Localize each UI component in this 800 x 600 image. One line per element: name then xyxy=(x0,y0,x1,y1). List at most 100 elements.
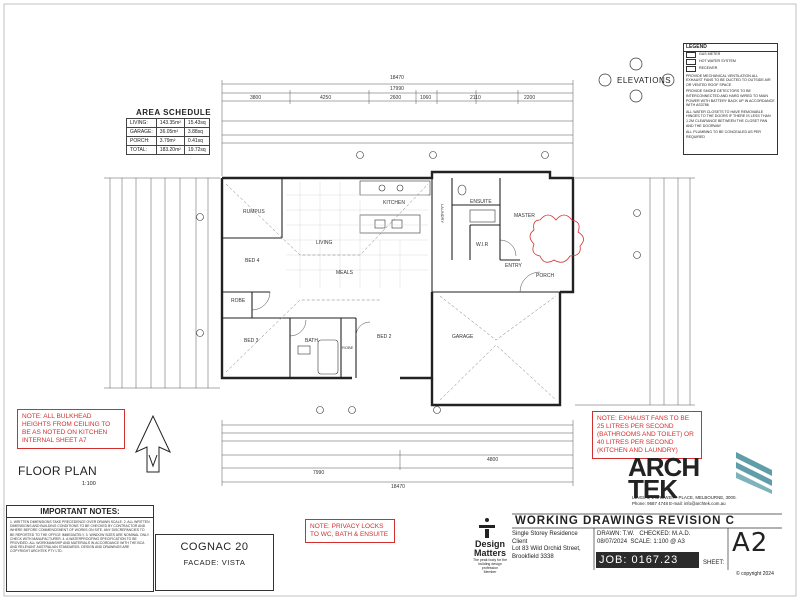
important-notes-body: 1. WRITTEN DIMENSIONS TAKE PRECEDENCE OV… xyxy=(10,520,150,554)
legend-box: LEGEND GAS METER HOT WATER SYSTEM RECEIV… xyxy=(683,43,778,155)
area-m2: 36.05m² xyxy=(155,127,185,137)
brand-address-line: LEVEL 1, 2 BREWERY PLACE, MELBOURNE, 300… xyxy=(632,495,737,500)
important-notes-title: IMPORTANT NOTES: xyxy=(7,506,153,518)
title-block-frame xyxy=(512,513,782,570)
receiver-icon xyxy=(686,66,696,73)
overall-width-dimension: 18470 xyxy=(390,75,404,81)
dim-top-3: 2600 xyxy=(390,95,402,101)
archtek-logo: ARCH TEK xyxy=(628,452,700,504)
area-m2: 3.79m² xyxy=(155,136,185,146)
room-label-living: LIVING xyxy=(316,240,333,246)
elevation-markers xyxy=(598,57,675,103)
working-drawings-title: WORKING DRAWINGS REVISION C xyxy=(515,515,735,527)
area-sq: 3.88sq xyxy=(183,127,210,137)
room-label-wir: W.I.R xyxy=(476,242,489,248)
legend-item-label: HOT WATER SYSTEM xyxy=(699,59,736,64)
top-dimension-lines xyxy=(221,80,574,176)
dim-top-5: 2110 xyxy=(470,95,481,101)
checked-by: CHECKED: M.A.D. xyxy=(639,531,691,537)
room-label-bath: BATH xyxy=(305,338,318,344)
area-sq: 15.43sq xyxy=(183,118,210,128)
house-name: COGNAC 20 xyxy=(180,541,249,553)
project-line: Client xyxy=(512,538,528,545)
design-matters-tagline: The peak body for the building design pr… xyxy=(472,558,508,570)
area-label: TOTAL: xyxy=(126,145,157,155)
sheet-border xyxy=(3,3,797,597)
total-dimension-top: 17990 xyxy=(390,86,404,92)
room-label-ensuite: ENSUITE xyxy=(470,199,492,205)
house-name-box: COGNAC 20 FACADE: VISTA xyxy=(155,534,274,591)
bottom-total-dimension: 7990 xyxy=(313,470,325,476)
revision-cloud xyxy=(529,214,584,263)
legend-item-label: RECEIVER xyxy=(699,66,718,71)
sheet-number: A2 xyxy=(732,528,769,558)
room-label-porch: PORCH xyxy=(536,273,555,279)
legend-item: HOT WATER SYSTEM xyxy=(684,59,777,66)
dim-top-2: 4250 xyxy=(320,95,332,101)
bottom-dimension-lines xyxy=(221,420,574,486)
wet-area-fixtures xyxy=(297,184,496,375)
floor-plan-label: FLOOR PLAN xyxy=(18,464,98,478)
brand-contact-line: Phone: 9687 4748 E-mail: info@archtek.co… xyxy=(632,500,726,506)
design-matters-logo: Design Matters The peak body for the bui… xyxy=(470,540,510,575)
project-line: Brookfield 3338 xyxy=(512,553,554,560)
brand-line-1: ARCH xyxy=(628,452,700,482)
legend-item: RECEIVER xyxy=(684,66,777,73)
project-details: Single Storey Residence Client Lot 83 Wi… xyxy=(512,531,581,561)
legend-note: PROVIDE MECHANICAL VENTILATION ALL EXHAU… xyxy=(686,73,771,87)
room-label-meals: MEALS xyxy=(336,270,353,276)
room-label-bed2: BED 2 xyxy=(377,334,392,340)
elevations-label: ELEVATIONS xyxy=(617,76,672,85)
drawing-scale: SCALE: 1:100 @ A3 xyxy=(630,538,685,545)
important-notes-box: IMPORTANT NOTES: 1. WRITTEN DIMENSIONS T… xyxy=(6,505,154,592)
legend-note: PROVIDE SMOKE DETECTORS TO BE INTERCONNE… xyxy=(686,89,775,108)
design-matters-icon xyxy=(479,518,495,538)
internal-walls xyxy=(222,178,560,378)
note-exhaust: NOTE: EXHAUST FANS TO BE 25 LITRES PER S… xyxy=(592,411,702,459)
note-privacy: NOTE: PRIVACY LOCKS TO WC, BATH & ENSUIT… xyxy=(305,519,395,543)
project-line: Lot 83 Wild Orchid Street, xyxy=(512,546,581,552)
room-label-bed4: BED 4 xyxy=(245,258,260,264)
legend-item: GAS METER xyxy=(684,52,777,59)
hot-water-icon xyxy=(686,59,696,66)
drawn-by: DRAWN: T.W. xyxy=(597,531,635,537)
legend-note: ALL PLUMBING TO BE CONCEALED AS PER REQU… xyxy=(686,130,762,139)
tile-grid xyxy=(286,182,428,288)
drawing-date: 08/07/2024 xyxy=(597,538,628,545)
dim-top-4: 1060 xyxy=(420,95,432,101)
room-label-robe-1: ROBE xyxy=(231,298,246,304)
room-label-kitchen: KITCHEN xyxy=(383,200,405,206)
section-markers xyxy=(196,151,641,414)
room-label-bed3: BED 3 xyxy=(244,338,259,344)
dim-top-1: 3800 xyxy=(250,95,262,101)
copyright: © copyright 2024 xyxy=(736,571,774,577)
archtek-logo-graphic xyxy=(736,452,772,494)
room-label-robe-2: ROBE xyxy=(342,345,354,350)
room-label-rumpus: RUMPUS xyxy=(243,209,265,215)
area-schedule-title: AREA SCHEDULE xyxy=(136,108,212,117)
dim-top-6: 2200 xyxy=(524,95,536,101)
brand-line-2: TEK xyxy=(628,474,678,504)
drawing-meta: DRAWN: T.W. CHECKED: M.A.D. 08/07/2024 S… xyxy=(597,531,690,546)
room-label-master: MASTER xyxy=(514,213,535,219)
gas-meter-icon xyxy=(686,52,696,59)
right-dimension-lines xyxy=(575,177,695,406)
project-line: Single Storey Residence xyxy=(512,531,578,537)
room-label-laundry: LAUNDRY xyxy=(440,204,445,224)
left-dimension-lines xyxy=(104,177,220,389)
legend-note: ALL WATER CLOSETS TO HAVE REMOVABLE HING… xyxy=(686,109,771,128)
floor-plan-scale: 1:100 xyxy=(82,481,96,487)
area-m2: 143.35m² xyxy=(155,118,185,128)
north-arrow xyxy=(134,414,172,473)
bottom-overall-dimension: 18470 xyxy=(391,484,405,490)
door-swings xyxy=(251,239,541,337)
facade-name: FACADE: VISTA xyxy=(183,558,246,567)
roof-outline xyxy=(225,183,557,401)
